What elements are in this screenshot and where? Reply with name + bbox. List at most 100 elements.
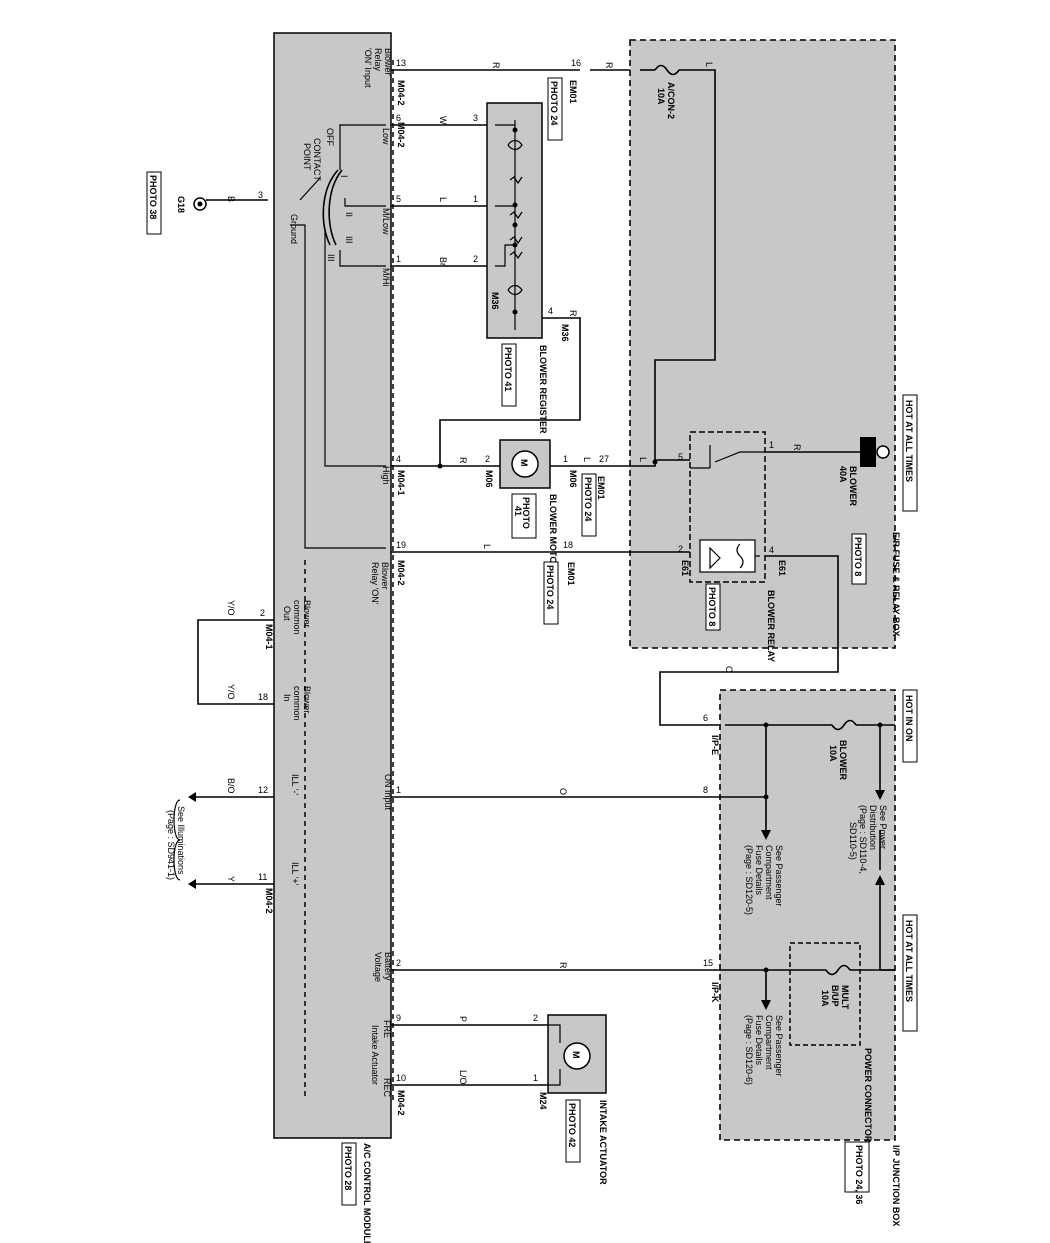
pin-2-register: 2: [473, 254, 478, 264]
wire-r-register: R: [568, 310, 578, 317]
hot-in-on: HOT IN ON: [904, 695, 914, 742]
label-brelay-on-2: Relay 'ON': [370, 562, 380, 605]
m06-left: M06: [484, 470, 494, 488]
label-fre: FRE: [382, 1020, 392, 1038]
intake-actuator-label: INTAKE ACTUATOR: [598, 1100, 608, 1185]
wire-yo-2: Y/O: [226, 684, 236, 700]
blower-relay-label: BLOWER RELAY: [766, 590, 776, 662]
see-passenger-1c: Fuse Details: [754, 845, 764, 896]
m04-2-low: M04-2: [396, 122, 406, 148]
label-mhi: M/Hi: [381, 268, 391, 287]
pin-2-motor: 2: [485, 454, 490, 464]
wire-l-fuse: L: [704, 62, 714, 67]
em01-top: EM01: [568, 80, 578, 104]
ip-junction-box: [719, 689, 896, 1141]
m24: M24: [538, 1092, 548, 1110]
m04-1-high: M04-1: [396, 470, 406, 496]
blower-register-label: BLOWER REGISTER: [538, 345, 548, 434]
see-passenger-2d: (Page : SD120-6): [744, 1015, 754, 1085]
label-bc-out-1: Blower: [302, 600, 312, 628]
fuse-bup: B/UP: [830, 985, 840, 1007]
pin-4-high: 4: [396, 454, 401, 464]
pin-2-actuator: 2: [533, 1013, 538, 1023]
pin-9: 9: [396, 1013, 401, 1023]
photo-24-motor: PHOTO 24: [583, 477, 593, 521]
label-bc-out-2: common: [292, 600, 302, 635]
label-brelay-on-1: Blower: [380, 562, 390, 590]
ip-junction-box-label: I/P JUNCTION BOX: [891, 1145, 901, 1226]
ip-e: I/P-E: [710, 735, 720, 755]
pin-1-relay: 1: [769, 440, 774, 450]
label-rec: REC: [382, 1078, 392, 1098]
label-voltage: Voltage: [373, 952, 383, 982]
pin-19: 19: [396, 540, 406, 550]
label-high: High: [381, 466, 391, 485]
power-connector-label: POWER CONNECTOR: [863, 1048, 873, 1143]
wire-bo: B/O: [226, 778, 236, 794]
wire-l-relay-on: L: [482, 544, 492, 549]
see-illuminations: See Illuminations: [176, 806, 186, 875]
pin-13: 13: [396, 58, 406, 68]
wire-w: W: [438, 116, 448, 125]
pin-6-ipe: 6: [703, 713, 708, 723]
label-off: OFF: [325, 128, 335, 146]
motor-m-symbol: M: [519, 459, 529, 467]
ground-g18: G18: [176, 196, 186, 213]
m04-2-actuator: M04-2: [396, 1090, 406, 1116]
fuse-40a-amp: 40A: [838, 466, 848, 483]
label-blower-relay-on-1: Blower: [383, 48, 393, 76]
pin-2-relay: 2: [678, 544, 683, 554]
pin-1-actuator: 1: [533, 1073, 538, 1083]
see-passenger-1b: Compartment: [764, 845, 774, 900]
pin-12-ill: 12: [258, 785, 268, 795]
pin-1-on-input: 1: [396, 785, 401, 795]
pin-1-register: 1: [473, 194, 478, 204]
fuse-mult-amp: 10A: [820, 990, 830, 1007]
hot-at-all-times-2: HOT AT ALL TIMES: [904, 920, 914, 1002]
pin-1-motor: 1: [563, 454, 568, 464]
pin-2-battery: 2: [396, 958, 401, 968]
see-power-3: (Page : SD110-4,: [858, 805, 868, 874]
photo-41: PHOTO 41: [503, 347, 513, 391]
wire-l-mlow: L: [438, 197, 448, 202]
see-passenger-1a: See Passenger: [774, 845, 784, 907]
see-passenger-2c: Fuse Details: [754, 1015, 764, 1066]
m04-2-ill: M04-2: [264, 888, 274, 914]
label-intake-actuator: Intake Actuator: [370, 1025, 380, 1085]
pin-5-mlow: 5: [396, 194, 401, 204]
label-on-input: ON Input: [383, 774, 393, 811]
label-bc-in-1: Blower: [302, 686, 312, 714]
photo-42: PHOTO 42: [567, 1103, 577, 1147]
m04-2-relay-on: M04-2: [396, 560, 406, 586]
pin-8: 8: [703, 785, 708, 795]
er-fuse-relay-box: [629, 39, 896, 649]
pin-16: 16: [571, 58, 581, 68]
label-switch-i: I: [339, 175, 349, 178]
ac-control-module: [273, 32, 392, 1139]
photo-24-top: PHOTO 24: [549, 81, 559, 125]
pin-2-bc-out: 2: [260, 608, 265, 618]
label-bc-in-3: In: [282, 694, 292, 702]
label-low: Low: [381, 128, 391, 145]
pin-18: 18: [563, 540, 573, 550]
wire-r-top-2: R: [604, 62, 614, 69]
see-power-4: SD110-5): [848, 822, 858, 860]
label-battery: Battery: [383, 952, 393, 981]
label-contact: CONTACT: [312, 138, 322, 181]
blower-motor: [499, 439, 551, 489]
pin-3-ground: 3: [258, 190, 263, 200]
label-ill-plus: ILL '+': [290, 862, 300, 886]
label-blower-relay-on-2: Relay: [373, 48, 383, 72]
pin-5-relay: 5: [678, 452, 683, 462]
label-switch-ii: II: [344, 212, 354, 217]
em01-motor: EM01: [596, 476, 606, 500]
er-fuse-relay-box-label: E/R FUSE & RELAY BOX: [891, 532, 901, 637]
fuse-blower-10a: BLOWER: [838, 740, 848, 780]
wire-b: B: [226, 196, 236, 202]
wire-r-40a: R: [792, 444, 802, 451]
photo-24-36: PHOTO 24, 36: [854, 1145, 864, 1204]
label-switch-iii: III: [344, 236, 354, 244]
m04-1-bc: M04-1: [264, 624, 274, 650]
label-ground: Ground: [289, 214, 299, 244]
